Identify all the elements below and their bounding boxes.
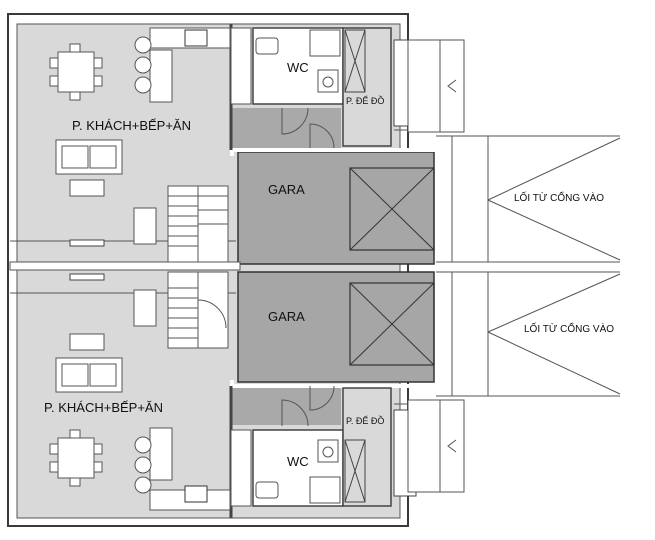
bottom-kitchen-counter-side [230, 429, 252, 507]
bottom-hall-floor [231, 385, 341, 425]
top-storage-shelf [344, 29, 366, 93]
top-arrow [447, 79, 457, 93]
top-hall-floor [231, 108, 341, 148]
bottom-wc-label: WC [287, 454, 309, 469]
top-sofa [55, 139, 123, 175]
bottom-stairs [167, 271, 229, 349]
bottom-garage-floor [237, 271, 435, 383]
bottom-gate-steps [407, 399, 465, 493]
top-wc-door [281, 107, 309, 135]
top-living-label: P. KHÁCH+BẾP+ĂN [72, 118, 191, 133]
bottom-gate-label: LỐI TỪ CỔNG VÀO [524, 321, 614, 335]
bottom-cabinet [133, 289, 157, 327]
bottom-hall-door [309, 385, 335, 411]
bottom-stove [184, 485, 208, 503]
top-car-cross-2 [349, 167, 435, 251]
bottom-island [149, 427, 173, 481]
bottom-garage-label: GARA [268, 309, 305, 324]
bottom-coffee-table [69, 333, 105, 351]
top-stove [184, 29, 208, 47]
top-gate-steps [407, 39, 465, 133]
bottom-shelf-x2 [344, 439, 366, 503]
top-stairs [167, 185, 229, 263]
top-gate-label: LỐI TỪ CỔNG VÀO [514, 190, 604, 204]
top-wc-label: WC [287, 60, 309, 75]
bottom-dining-table [49, 429, 103, 487]
bottom-wc-door [281, 399, 309, 427]
garage-wall-outline [230, 148, 442, 264]
top-toilet-bowl [322, 76, 334, 88]
top-shower [309, 29, 341, 57]
top-island [149, 49, 173, 103]
bottom-toilet-bowl [322, 446, 334, 458]
top-dining-table [49, 43, 103, 101]
top-coffee-table [69, 179, 105, 197]
top-tv-console [69, 239, 105, 247]
top-sink [255, 37, 279, 55]
bottom-storage-shelf [344, 439, 366, 503]
top-cabinet [133, 207, 157, 245]
bottom-car-box [349, 282, 435, 366]
top-bar-stools [134, 36, 152, 94]
top-storage-label: P. ĐỂ ĐỒ [346, 95, 384, 106]
bottom-bar-stools [134, 436, 152, 494]
bottom-shower [309, 476, 341, 504]
garage-wall-outline-bottom [230, 272, 442, 388]
top-hall-door [309, 123, 335, 149]
bottom-living-label: P. KHÁCH+BẾP+ĂN [44, 400, 163, 415]
party-wall [9, 261, 241, 271]
top-garage-floor [237, 151, 435, 265]
bottom-storage-room [342, 387, 392, 507]
bottom-car-cross-2 [349, 282, 435, 366]
top-kitchen-counter-side [230, 27, 252, 105]
bottom-sofa [55, 357, 123, 393]
bottom-sink [255, 481, 279, 499]
bottom-storage-label: P. ĐỂ ĐỒ [346, 415, 384, 426]
top-car-box [349, 167, 435, 251]
top-garage-label: GARA [268, 182, 305, 197]
bottom-tv-console [69, 273, 105, 281]
top-shelf-x2 [344, 29, 366, 93]
driveway-lines [436, 135, 621, 397]
bottom-arrow [447, 439, 457, 453]
